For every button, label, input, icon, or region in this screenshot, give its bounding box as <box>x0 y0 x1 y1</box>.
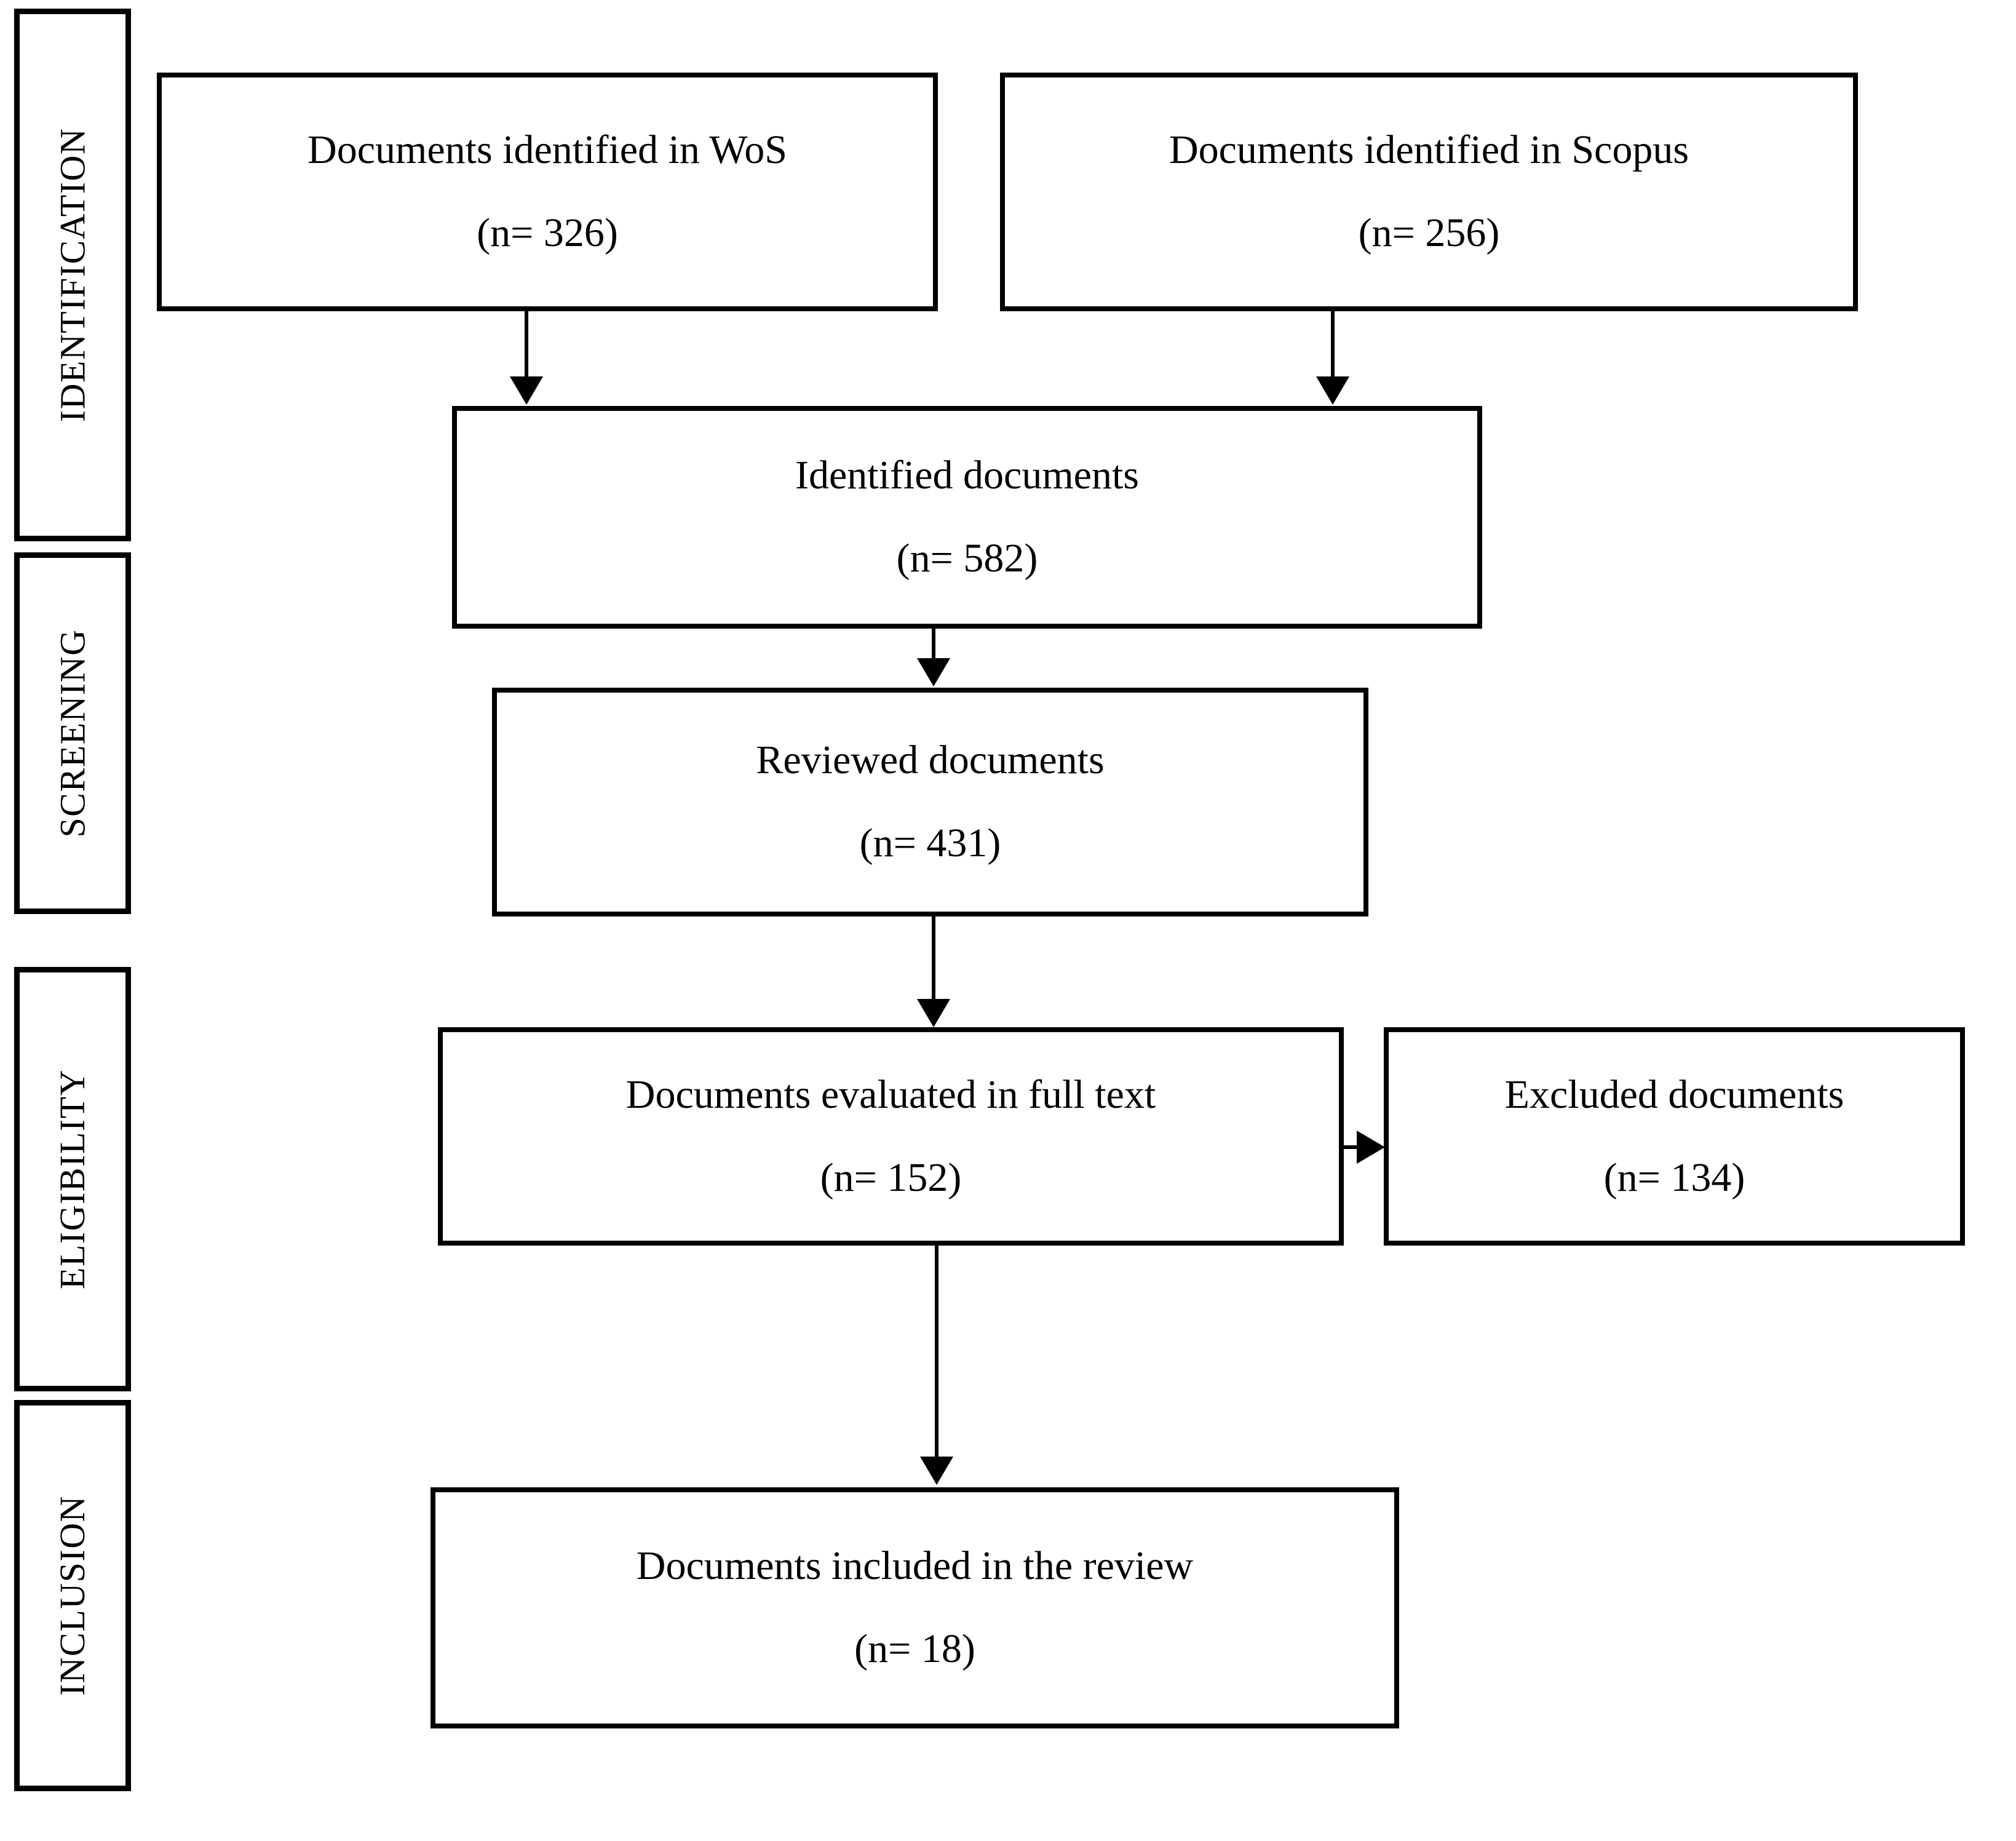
box-excluded-documents: Excluded documents (n= 134) <box>1384 1027 1965 1246</box>
box-title-identified: Identified documents <box>795 453 1139 498</box>
connector-fulltext-to-excluded <box>1344 1145 1362 1149</box>
connector-scopus-to-identified <box>1331 311 1335 380</box>
box-identified-documents: Identified documents (n= 582) <box>452 406 1482 629</box>
stage-label-identification: IDENTIFICATION <box>52 127 92 423</box>
box-reviewed-documents: Reviewed documents (n= 431) <box>492 688 1368 917</box>
box-count-wos: (n= 326) <box>477 210 618 255</box>
box-title-wos: Documents identified in WoS <box>308 127 787 173</box>
box-count-reviewed: (n= 431) <box>859 821 1001 865</box>
box-documents-evaluated-fulltext: Documents evaluated in full text (n= 152… <box>438 1027 1344 1246</box>
connector-fulltext-to-included <box>935 1246 939 1460</box>
stage-label-inclusion: INCLUSION <box>52 1495 93 1696</box>
box-count-identified: (n= 582) <box>896 536 1038 581</box>
arrowhead-scopus-to-identified <box>1316 376 1349 405</box>
box-count-fulltext: (n= 152) <box>820 1155 962 1200</box>
stage-box-identification: IDENTIFICATION <box>14 9 131 541</box>
box-title-fulltext: Documents evaluated in full text <box>625 1072 1156 1117</box>
connector-reviewed-to-fulltext <box>932 917 935 1003</box>
stage-box-inclusion: INCLUSION <box>14 1400 131 1791</box>
arrowhead-identified-to-reviewed <box>917 658 950 686</box>
box-count-included: (n= 18) <box>854 1626 975 1671</box>
arrowhead-reviewed-to-fulltext <box>917 999 950 1027</box>
box-title-included: Documents included in the review <box>636 1543 1194 1589</box>
box-count-excluded: (n= 134) <box>1603 1155 1745 1200</box>
box-title-excluded: Excluded documents <box>1504 1072 1844 1117</box>
connector-wos-to-identified <box>525 311 528 380</box>
connector-identified-to-reviewed <box>932 629 935 662</box>
arrowhead-wos-to-identified <box>510 376 543 405</box>
stage-box-screening: SCREENING <box>14 552 131 914</box>
arrowhead-fulltext-to-included <box>920 1457 953 1485</box>
stage-label-eligibility: ELIGIBILITY <box>52 1069 92 1289</box>
box-count-scopus: (n= 256) <box>1358 210 1500 255</box>
box-documents-identified-wos: Documents identified in WoS (n= 326) <box>157 73 938 311</box>
box-documents-included-review: Documents included in the review (n= 18) <box>431 1487 1399 1728</box>
box-documents-identified-scopus: Documents identified in Scopus (n= 256) <box>1000 73 1858 311</box>
stage-box-eligibility: ELIGIBILITY <box>14 967 131 1391</box>
stage-label-screening: SCREENING <box>52 629 92 838</box>
box-title-reviewed: Reviewed documents <box>756 738 1105 783</box>
arrowhead-fulltext-to-excluded <box>1357 1131 1385 1164</box>
box-title-scopus: Documents identified in Scopus <box>1169 127 1689 173</box>
